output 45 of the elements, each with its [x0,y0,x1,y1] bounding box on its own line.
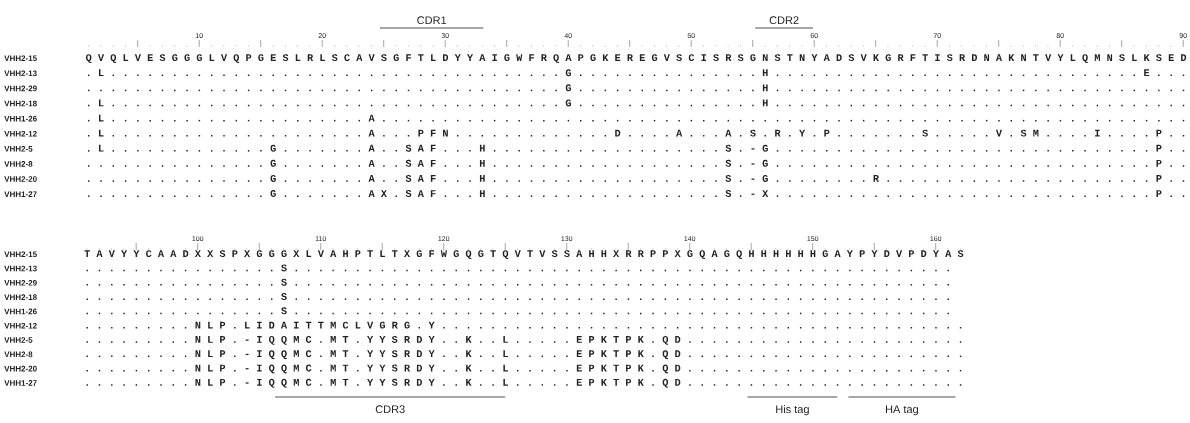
sequence-name: VHH1-26 [4,308,37,315]
sequence-text: . . . . . . . . . N L P . - I Q Q M C . M T . Y Y S R D Y . . K . . L . . . . . E P K T P K . Q D . . . . . . . . . . . . . . . . . . . . . . . [86,350,962,360]
sequence-name: VHH2-13 [4,70,37,77]
sequence-name: VHH2-18 [4,294,37,300]
sequence-text: . . . . . . . . . . . . . . . . S . . . . . . . . . . . . . . . . . . . . . . . . . . . . . . . . . . . . . . . . . . . . . . . . . . . . . . [86,264,949,272]
sequence-text: . . . . . . . . . . . . . . . G . . . . . . . A . . S A F . . . H . . . . . . . . . . . . . . . . . . . S . - G . . . . . . . . R . . . . . . . . . . . . . . . . . . . . . . P . . [88,174,1185,182]
sequence-name: VHH2-18 [4,100,37,107]
sequence-text: . L . . . . . . . . . . . . . . . . . . . . . . . . . . . . . . . . . . . . . G . . . . . . . . . . . . . . . H . . . . . . . . . . . . . . . . . . . . . . . . . . . . . . . . . . [88,99,1185,107]
sequence-text: . L . . . . . . . . . . . . . . . . . . . . . A . . . . . . . . . . . . . . . . . . . . . . . . . . . . . . . . . . . . . . . . . . . . . . . . . . . . . . . . . . . . . . . . . . [88,114,1185,122]
sequence-text: . . . . . . . . . . . . . . . . . . . . . . . . . . . . . . . . . . . . . . . G . . . . . . . . . . . . . . . H . . . . . . . . . . . . . . . . . . . . . . . . . . . . . . . . . . [88,84,1185,92]
region-label: His tag [776,405,809,416]
sequence-text: . L . . . . . . . . . . . . . G . . . . . . . A . . S A F . . . H . . . . . . . . . . . . . . . . . . . S . - G . . . . . . . . . . . . . . . . . . . . . . . . . . . . . . . P . . [88,144,1185,152]
sequence-name: VHH2-12 [4,322,37,329]
sequence-name: VHH2-15 [4,251,37,258]
sequence-text: . L . . . . . . . . . . . . . . . . . . . . . . . . . . . . . . . . . . . . . G . . . . . . . . . . . . . . . H . . . . . . . . . . . . . . . . . . . . . . . . . . . . . . E . . . [88,69,1185,77]
sequence-name: VHH1-26 [4,115,37,122]
region-label: CDR2 [769,16,799,25]
sequence-text: Q V Q L V E S G G G L V Q P G E S L R L S C A V S G F T L D Y Y A I G W F R Q A P G K E R E G V S C I S R S G N S T N Y A D S V K G R F T I S R D N A K N T V Y L Q M N S L K S E D [86,54,1187,63]
region-label: HA tag [886,405,918,416]
sequence-name: VHH2-5 [4,146,33,152]
sequence-text: . . . . . . . . . N L P . - I Q Q M C . M T . Y Y S R D Y . . K . . L . . . . . E P K T P K . Q D . . . . . . . . . . . . . . . . . . . . . . . [86,364,962,374]
sequence-name: VHH2-29 [4,85,37,92]
sequence-text: T A V Y Y C A A D X X S P X G G G X L V A H P T L T X G F W G Q G T Q V T V S S A H H X R R P P X G Q A G Q H H H H H H G A Y P Y D V P D Y A S [84,250,964,260]
sequence-name: VHH2-29 [4,280,37,286]
sequence-name: VHH2-20 [4,365,37,372]
sequence-text: . . . . . . . . . . . . . . . G . . . . . . . A X . S A F . . . H . . . . . . . . . . . . . . . . . . . S . - X . . . . . . . . . . . . . . . . . . . . . . . . . . . . . . . P . . [88,190,1185,197]
sequence-name: VHH2-8 [4,161,33,167]
sequence-name: VHH2-5 [4,337,33,343]
sequence-text: . . . . . . . . . N L P . L I D A I T T M C L V G R G . Y . . . . . . . . . . . . . . . . . . . . . . . . . . . . . . . . . . . . . . . . . . . [86,321,962,329]
sequence-name: VHH2-15 [4,55,37,62]
sequence-text: . . . . . . . . . . . . . . . G . . . . . . . A . . S A F . . . H . . . . . . . . . . . . . . . . . . . S . - G . . . . . . . . . . . . . . . . . . . . . . . . . . . . . . . P . . [88,159,1185,167]
sequence-name: VHH2-20 [4,176,37,182]
sequence-name: VHH1-27 [4,380,37,386]
region-label: CDR1 [417,16,447,25]
sequence-name: VHH2-13 [4,265,37,272]
sequence-text: . . . . . . . . . N L P . - I Q Q M C . M T . Y Y S R D Y . . K . . L . . . . . E P K T P K . Q D . . . . . . . . . . . . . . . . . . . . . . . [86,378,962,388]
sequence-text: . . . . . . . . . . . . . . . . S . . . . . . . . . . . . . . . . . . . . . . . . . . . . . . . . . . . . . . . . . . . . . . . . . . . . . . [86,307,949,315]
sequence-text: . . . . . . . . . . . . . . . . S . . . . . . . . . . . . . . . . . . . . . . . . . . . . . . . . . . . . . . . . . . . . . . . . . . . . . . [86,278,949,286]
region-label: CDR3 [375,405,405,414]
sequence-name: VHH2-8 [4,351,33,358]
sequence-name: VHH2-12 [4,130,37,137]
sequence-text: . L . . . . . . . . . . . . . . . . . . . . . A . . . P F N . . . . . . . . . . . . . D . . . . A . . . A . S . R . Y . P . . . . . . . S . . . . . V . S M . . . . I . . . . P . . [88,129,1185,137]
sequence-text: . . . . . . . . . N L P . - I Q Q M C . M T . Y Y S R D Y . . K . . L . . . . . E P K T P K . Q D . . . . . . . . . . . . . . . . . . . . . . . [86,335,962,345]
sequence-text: . . . . . . . . . . . . . . . . S . . . . . . . . . . . . . . . . . . . . . . . . . . . . . . . . . . . . . . . . . . . . . . . . . . . . . . [86,293,949,300]
sequence-name: VHH1-27 [4,191,37,197]
